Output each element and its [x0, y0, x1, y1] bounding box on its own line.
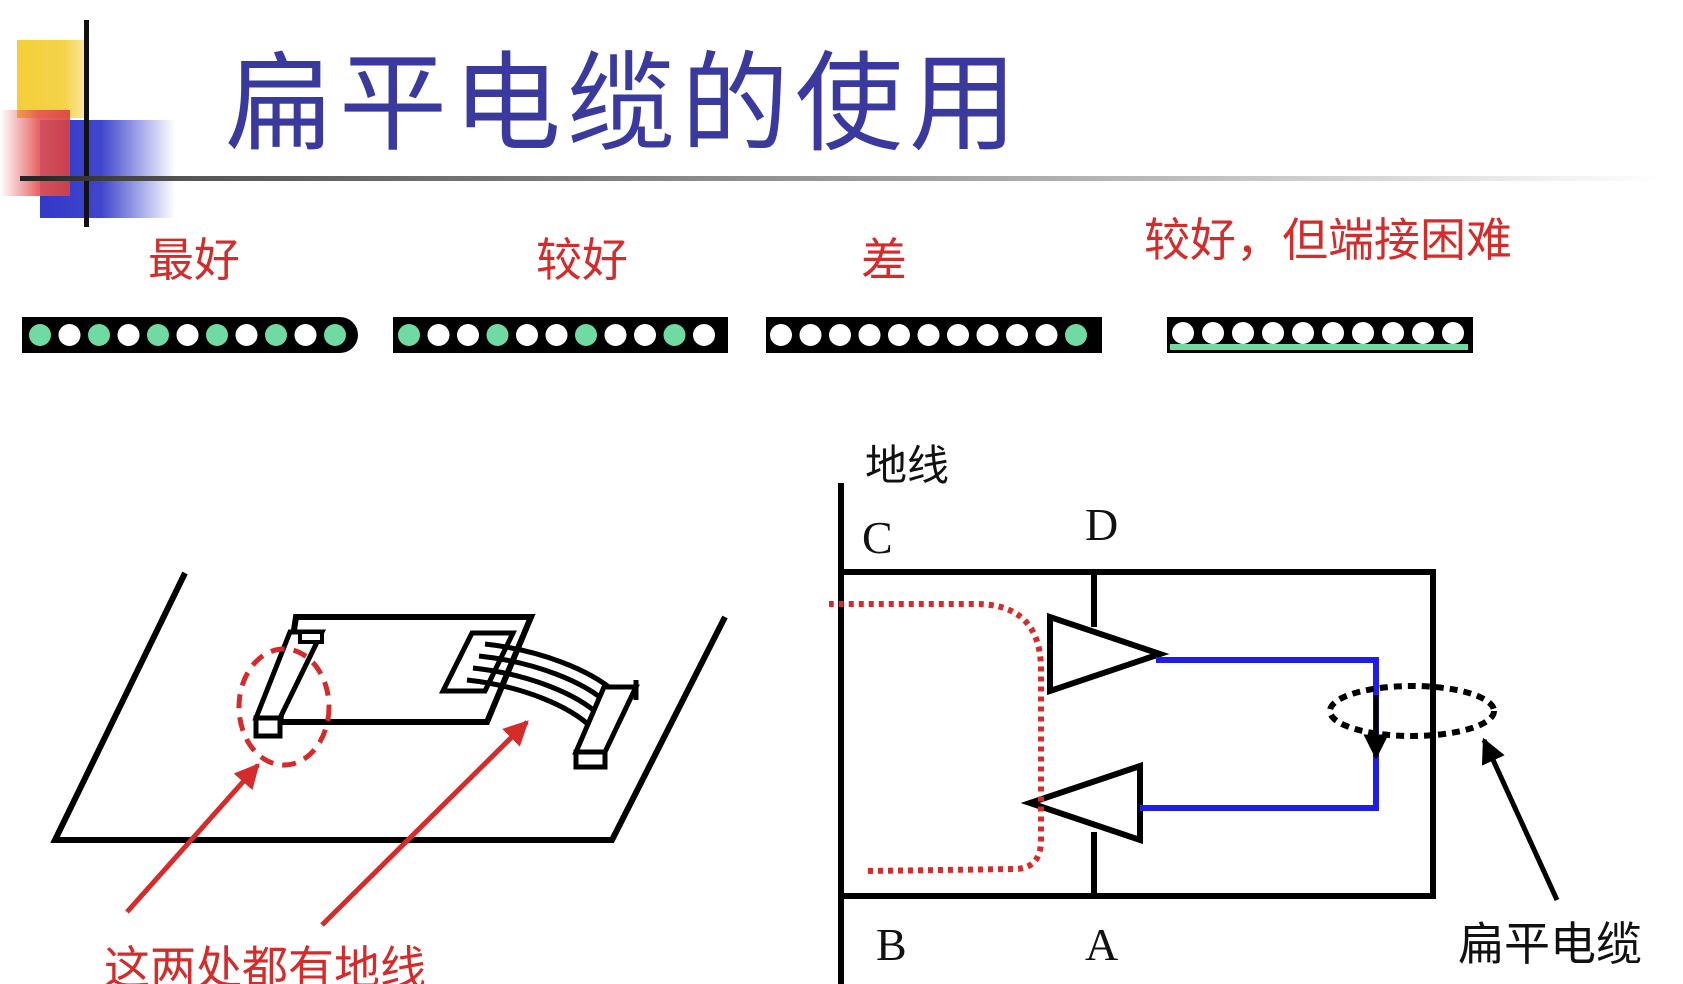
signal-conductor [117, 324, 140, 346]
signal-conductor [604, 324, 627, 346]
rating-difficult-label: 较好，但端接困难 [1144, 213, 1512, 267]
ground-label: 地线 [865, 441, 949, 490]
annotation-arrow-2 [320, 720, 529, 927]
title-underline [20, 176, 1660, 181]
circuit-loop [841, 569, 1436, 899]
signal-path [1140, 657, 1379, 811]
ground-conductor [398, 324, 420, 346]
node-d-label: D [1085, 499, 1118, 550]
pcb-board-outline [50, 571, 728, 843]
annotation-arrow-1 [125, 763, 260, 914]
signal-conductor [235, 324, 258, 346]
ground-conductor [206, 324, 228, 346]
decor-red-square [0, 110, 70, 196]
signal-conductor [1035, 324, 1058, 346]
signal-conductor [1262, 322, 1284, 344]
cable-poor-conductors [770, 324, 1087, 346]
ground-highlight-circle [236, 646, 332, 768]
ground-conductor [29, 324, 51, 346]
cable-plane-conductors [1172, 322, 1464, 344]
signal-conductor [457, 324, 479, 346]
cable-best-conductors [29, 324, 346, 346]
signal-conductor [427, 324, 450, 346]
rating-poor-label: 差 [861, 233, 907, 287]
signal-conductor [917, 324, 940, 346]
annotation-text: 这两处都有地线 [104, 941, 426, 984]
signal-conductor [1382, 322, 1404, 344]
far-connector [572, 680, 640, 770]
cable-label-arrow [1481, 737, 1560, 902]
ground-conductor [1065, 324, 1087, 346]
signal-conductor [545, 324, 568, 346]
node-a-label: A [1085, 919, 1118, 970]
ground-conductor [147, 324, 169, 346]
rating-best-label: 最好 [148, 233, 240, 287]
cable-poor-section [766, 317, 1102, 353]
cable-good-conductors [398, 324, 715, 346]
signal-conductor [1322, 322, 1344, 344]
cable-ground-plane [1170, 344, 1468, 350]
flat-cable-label: 扁平电缆 [1458, 917, 1642, 971]
ground-conductor [88, 324, 110, 346]
decor-yellow-square [17, 40, 84, 118]
signal-conductor [1202, 322, 1224, 344]
signal-conductor [1412, 322, 1434, 344]
signal-conductor [1232, 322, 1254, 344]
signal-conductor [858, 324, 881, 346]
ground-conductor [575, 324, 597, 346]
signal-conductor [176, 324, 199, 346]
signal-conductor [976, 324, 999, 346]
node-c-label: C [862, 512, 893, 563]
signal-conductor [693, 324, 715, 346]
signal-conductor [1442, 322, 1464, 344]
signal-conductor [947, 324, 969, 346]
rating-good-label: 较好 [536, 233, 628, 287]
signal-conductor [888, 324, 910, 346]
slide-title: 扁平电缆的使用 [225, 42, 1024, 167]
signal-conductor [634, 324, 656, 346]
cable-good-section [393, 317, 728, 353]
signal-conductor [516, 324, 538, 346]
cable-plane-section [1167, 317, 1473, 353]
signal-conductor [829, 324, 851, 346]
cable-best-section [22, 317, 358, 353]
ground-conductor [486, 324, 509, 346]
signal-conductor [1292, 322, 1314, 344]
node-b-label: B [876, 919, 907, 970]
ground-conductor [663, 324, 686, 346]
ground-conductor [265, 324, 287, 346]
signal-conductor [799, 324, 822, 346]
circuit-diagram: 地线 C D B A 扁平电缆 [829, 441, 1642, 984]
decor-vertical-line [84, 20, 89, 227]
driver-buffer [1047, 612, 1170, 696]
signal-conductor [1352, 322, 1374, 344]
signal-conductor [1172, 322, 1194, 344]
receiver-buffer [1020, 761, 1143, 845]
cable-highlight-ellipse [1327, 683, 1497, 739]
ground-conductor [324, 324, 346, 346]
signal-conductor [770, 324, 792, 346]
pcb-perspective-drawing: 这两处都有地线 [50, 571, 728, 984]
return-current-path [829, 601, 1044, 874]
signal-conductor [58, 324, 81, 346]
signal-conductor [294, 324, 317, 346]
signal-conductor [1006, 324, 1028, 346]
